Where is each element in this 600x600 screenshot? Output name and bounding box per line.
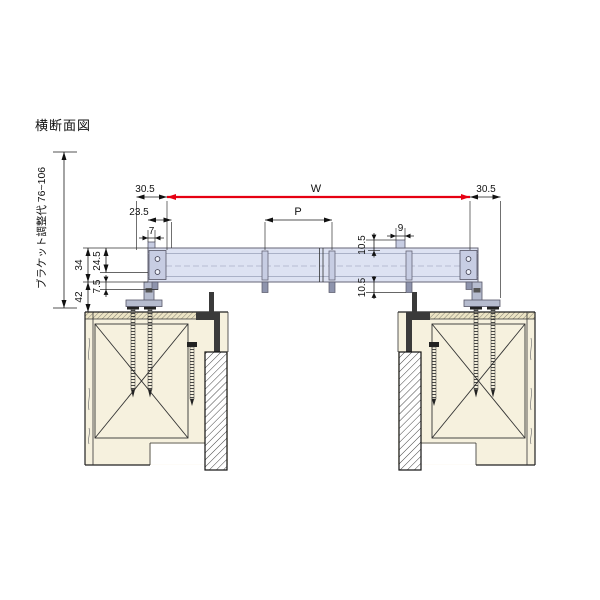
rail-tab — [151, 281, 159, 290]
right-interior-screw — [429, 342, 439, 406]
dim-34-label: 34 — [74, 259, 85, 271]
page-title: 横断面図 — [35, 118, 91, 133]
right-wall-cladding — [526, 312, 532, 465]
rail-hanger — [261, 250, 269, 281]
dimensions: W 30.5 30.5 23.5 P 7 9 10.5 10.5 — [35, 151, 501, 312]
left-frame-angle — [196, 312, 220, 352]
bracket-adjust-label: ブラケット調整代 76~106 — [35, 167, 48, 289]
dim-42-label: 42 — [74, 291, 85, 303]
left-window-jamb — [204, 351, 228, 471]
left-wall-section — [84, 292, 229, 471]
right-wall-section — [397, 292, 536, 471]
right-frame-angle — [406, 312, 430, 352]
right-window-jamb — [398, 351, 422, 471]
left-wall-notch — [150, 443, 205, 465]
right-wall-top-strip-hatch — [430, 312, 535, 319]
bracket-adjust-dimension — [53, 151, 77, 309]
dim-245-label: 24.5 — [92, 251, 103, 271]
left-interior-screw — [187, 342, 197, 406]
left-jamb-stub — [209, 292, 214, 312]
dim-7-label: 7 — [149, 226, 155, 237]
dim-9-label: 9 — [398, 223, 404, 234]
dim-235-label: 23.5 — [129, 207, 149, 218]
rail-hanger — [405, 250, 413, 281]
rail-tab — [465, 281, 473, 290]
left-anchor-screw-inner — [144, 305, 156, 398]
left-wall-cladding — [88, 312, 94, 465]
dim-105-upper-label: 10.5 — [357, 235, 368, 255]
right-anchor-screw-inner — [470, 305, 482, 398]
dim-75-label: 7.5 — [92, 279, 103, 293]
dim-305-left-label: 30.5 — [135, 184, 155, 195]
right-jamb-stub — [412, 292, 417, 312]
left-anchor-screw-outer — [127, 305, 139, 398]
left-wall-top-strip-hatch — [85, 312, 196, 319]
rail-left-end-bracket — [148, 250, 167, 280]
rail-hanger — [328, 250, 336, 281]
left-wall-cross-brace — [94, 323, 189, 439]
rail-tab — [261, 281, 269, 293]
rail-top-hook-left — [147, 241, 156, 249]
right-wall-notch — [421, 443, 476, 465]
rail-tab — [328, 281, 336, 293]
dim-p-label: P — [294, 206, 301, 218]
dim-305-right-label: 30.5 — [476, 184, 496, 195]
head-rail-profile — [147, 239, 479, 293]
right-anchor-screw-outer — [487, 305, 499, 398]
rail-top-hook-right — [395, 239, 406, 249]
dim-w-label: W — [311, 183, 322, 195]
rail-right-end-bracket — [459, 250, 478, 280]
left-wall-body — [85, 312, 228, 465]
dim-105-lower-label: 10.5 — [357, 277, 368, 297]
rail-tab — [405, 281, 413, 293]
